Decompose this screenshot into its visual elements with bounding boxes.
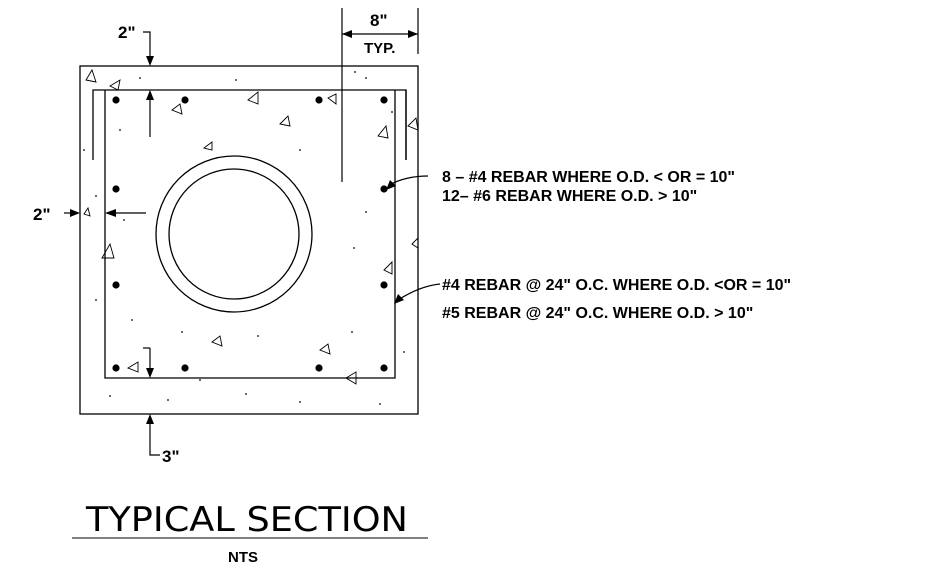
concrete-specks <box>83 71 405 405</box>
rebar-dot <box>380 185 388 193</box>
rebar-dot <box>380 281 388 289</box>
rebar-dot <box>181 364 189 372</box>
top-cover-label: 2" <box>118 23 136 42</box>
concrete-outline <box>79 65 419 415</box>
callout-leaders <box>386 175 441 304</box>
stirrup-callout-line-2: #5 REBAR @ 24" O.C. WHERE O.D. > 10" <box>442 305 753 322</box>
rebar-dot <box>112 281 120 289</box>
top-cover-dimension: 2" <box>118 23 154 137</box>
rebar-dots <box>112 96 388 372</box>
bottom-cover-dimension: 3" <box>143 347 180 466</box>
stirrup-callout-line-1: #4 REBAR @ 24" O.C. WHERE O.D. <OR = 10" <box>442 277 791 294</box>
longitudinal-callout-line-1: 8 – #4 REBAR WHERE O.D. < OR = 10" <box>442 169 735 186</box>
pipe-inner <box>168 168 300 300</box>
rebar-dot <box>112 364 120 372</box>
rebar-dot <box>112 96 120 104</box>
section-title: TYPICAL SECTION <box>85 500 408 540</box>
scale-label: NTS <box>228 549 258 566</box>
side-cover-dimension: 2" <box>33 205 146 224</box>
bottom-cover-label: 3" <box>162 447 180 466</box>
spacing-dimension: 8" TYP. <box>341 8 419 182</box>
spacing-label: 8" <box>370 11 388 30</box>
rebar-dot <box>181 96 189 104</box>
stirrup-cage-inner <box>104 90 396 379</box>
side-cover-label: 2" <box>33 205 51 224</box>
rebar-dot <box>380 364 388 372</box>
rebar-dot <box>315 96 323 104</box>
longitudinal-callout-line-2: 12– #6 REBAR WHERE O.D. > 10" <box>442 188 697 205</box>
pipe-outer <box>155 155 313 313</box>
rebar-dot <box>380 96 388 104</box>
spacing-note: TYP. <box>364 40 395 57</box>
concrete-hatch <box>83 68 419 385</box>
rebar-dot <box>112 185 120 193</box>
rebar-dot <box>315 364 323 372</box>
